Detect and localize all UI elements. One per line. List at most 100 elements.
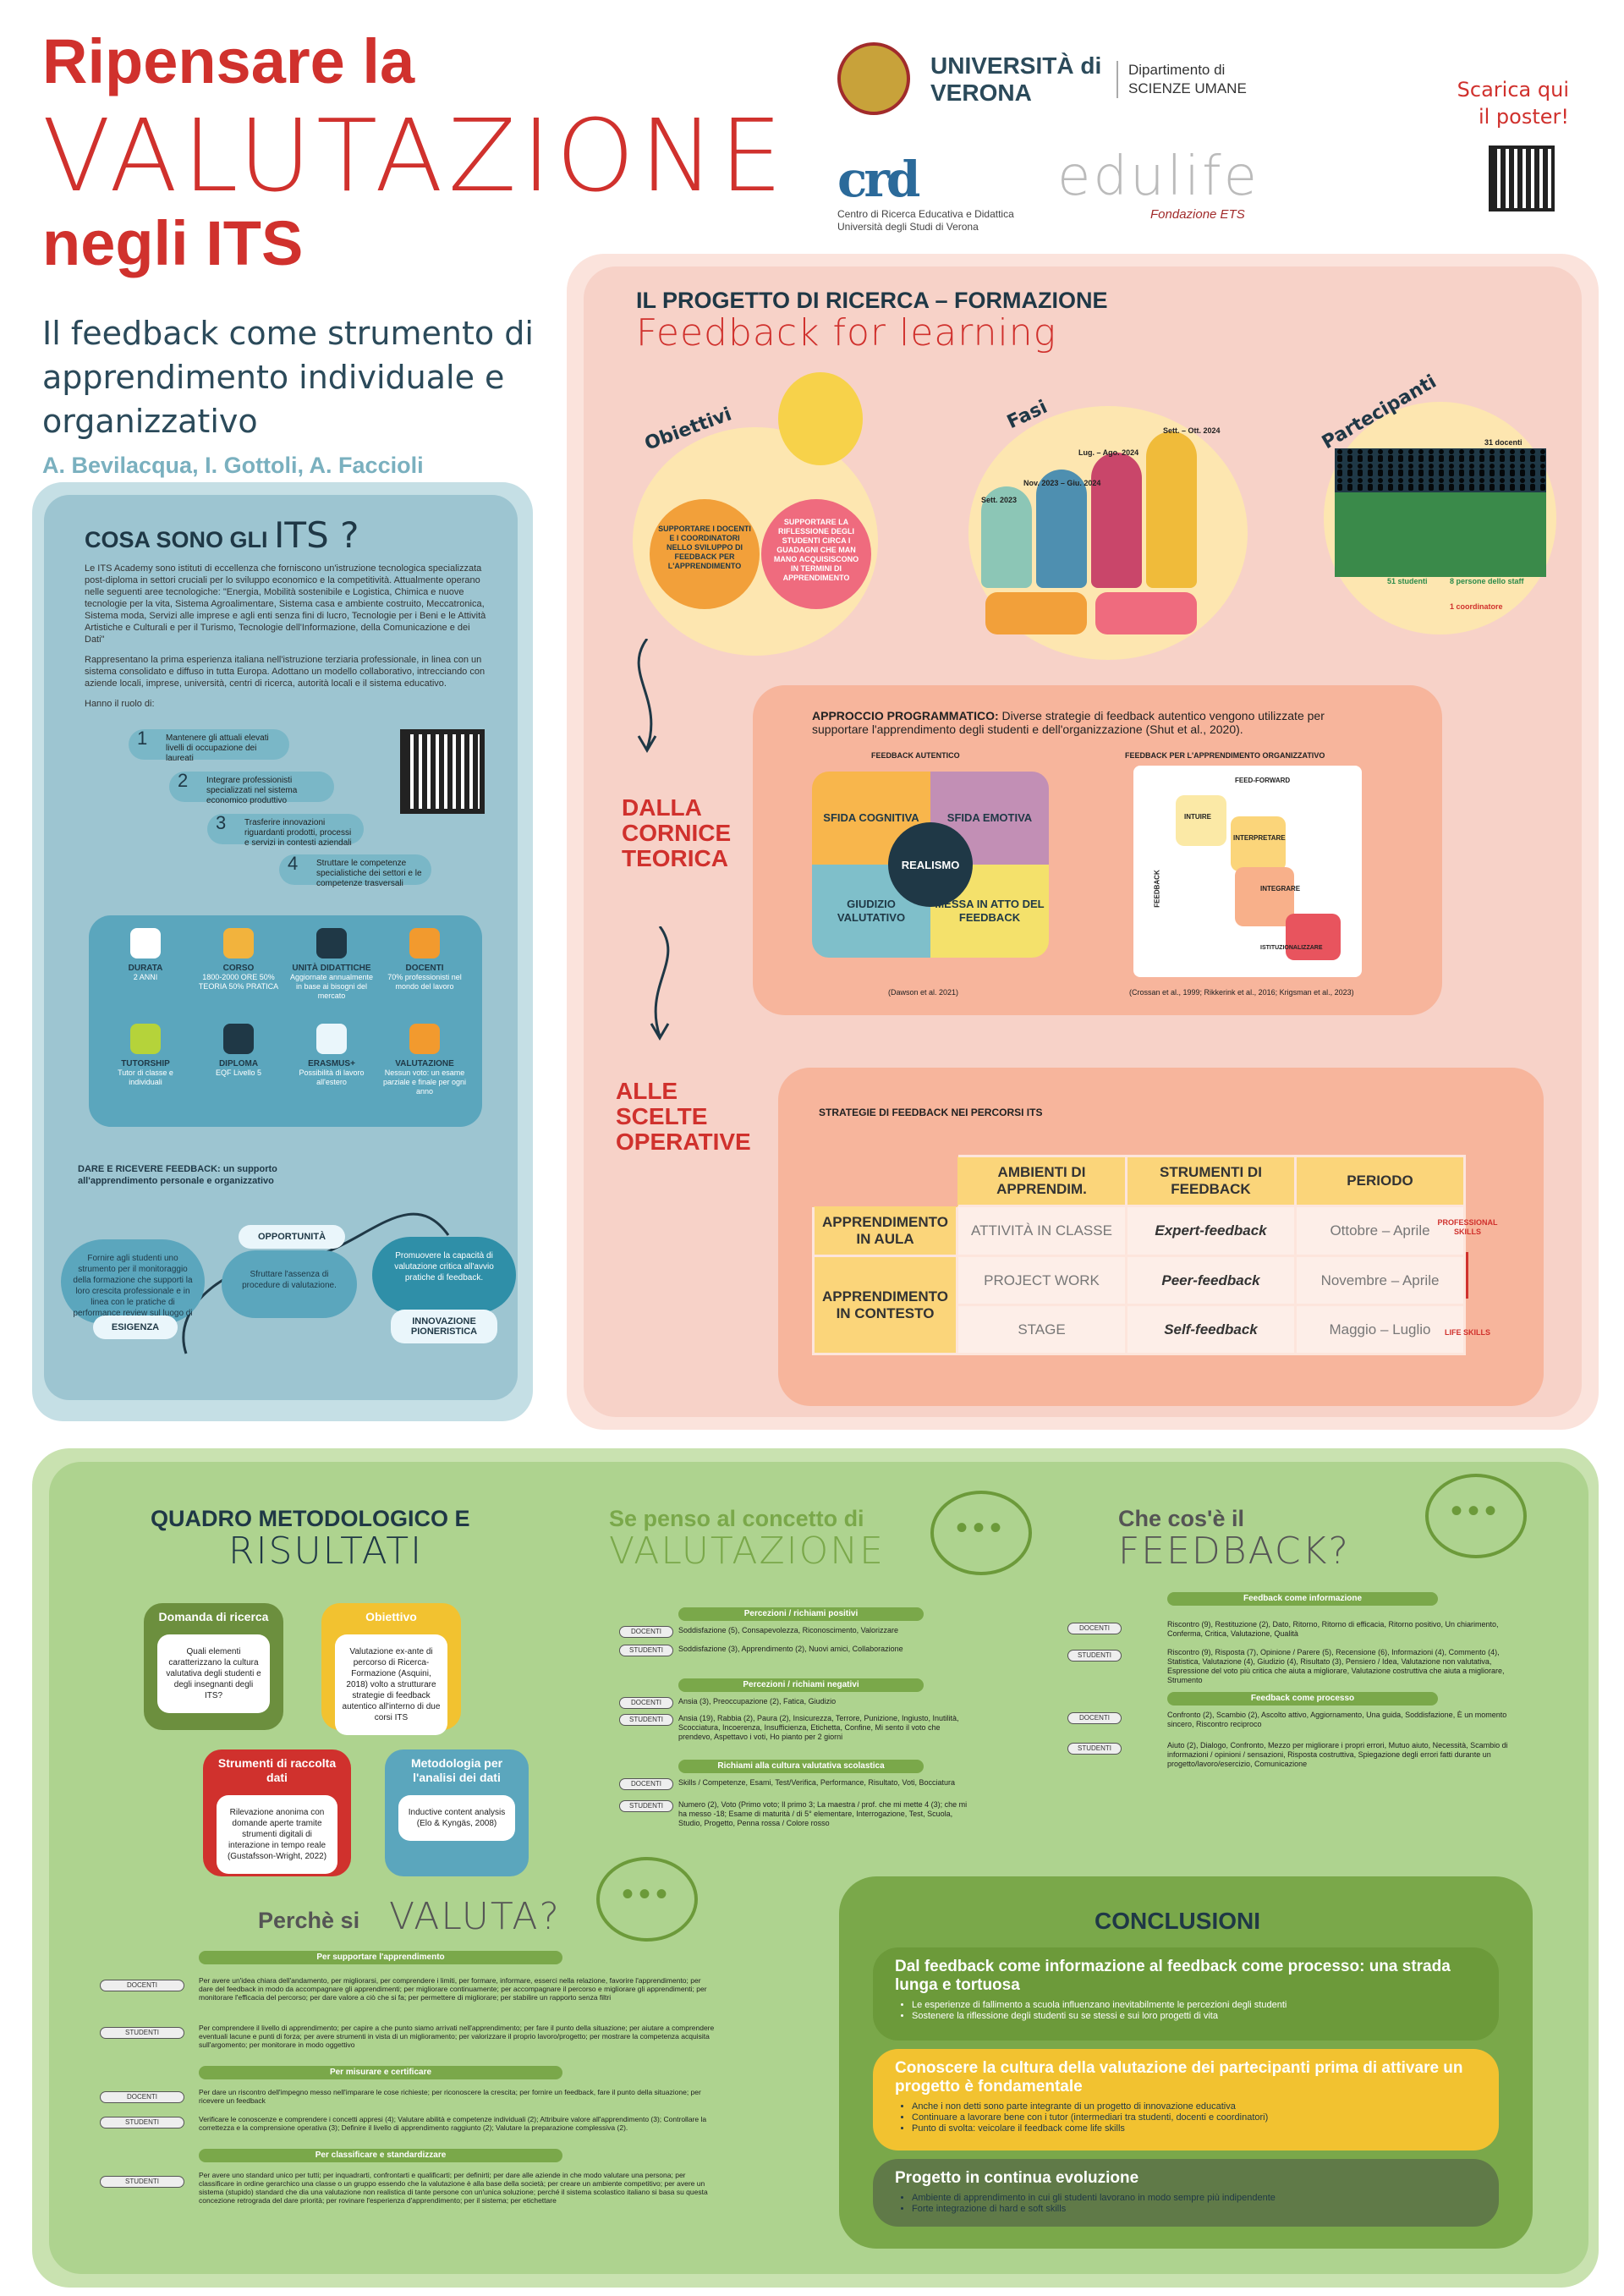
its-qr-code-icon[interactable] [400,729,485,814]
fb-text-docenti-2: Confronto (2), Scambio (2), Ascolto atti… [1167,1711,1507,1728]
level-integrare: INTEGRARE [1260,885,1301,893]
graduation-cap-icon [223,1024,254,1054]
its-title: COSA SONO GLI ITS ? [85,514,359,556]
cell-project-work: PROJECT WORK [956,1255,1127,1306]
fb-text-docenti-1: Riscontro (9), Restituzione (2), Dato, R… [1167,1620,1499,1638]
objective-2: SUPPORTARE LA RIFLESSIONE DEGLI STUDENTI… [761,499,871,609]
qr-code-icon[interactable] [1489,146,1555,211]
its-paragraph-3: Hanno il ruolo di: [85,699,155,709]
opportunita-oval: Sfruttare l'assenza di procedure di valu… [222,1250,357,1318]
feedback-subheading: FEEDBACK? [1118,1530,1350,1573]
fb-tag-studenti-2: STUDENTI [1067,1743,1122,1755]
why-bar-misurare: Per misurare e certificare [199,2066,562,2079]
esigenza-tag: ESIGENZA [93,1316,178,1339]
project-subheading: Feedback for learning [636,311,1056,354]
professional-skills: PROFESSIONAL SKILLS [1437,1218,1498,1236]
org-learning-diagram: FEED-FORWARD FEEDBACK INTUIRE INTERPRETA… [1133,766,1362,977]
lightbulb-icon [778,372,863,465]
cell-stage: STAGE [956,1304,1127,1355]
authentic-feedback-quadrant: SFIDA COGNITIVA SFIDA EMOTIVA GIUDIZIO V… [812,772,1049,958]
calendar-icon [130,928,161,958]
edulife-logo[interactable]: edulife [1057,146,1260,208]
pencil-icon [223,928,254,958]
method-subheading: RISULTATI [228,1530,424,1573]
cred-logo[interactable]: crd Centro di Ricerca Educativa e Didatt… [837,151,1040,233]
val-bar-positive: Percezioni / richiami positivi [678,1607,924,1621]
why-bar-supporto: Per supportare l'apprendimento [199,1951,562,1964]
cred-mark: crd [837,151,920,208]
val-tag-docenti-1: DOCENTI [619,1626,673,1638]
conclusion-box-2: Conoscere la cultura della valutazione d… [873,2049,1499,2150]
fb-tag-studenti-1: STUDENTI [1067,1650,1122,1662]
studenti-count: 51 studenti [1387,577,1428,585]
esigenza-oval: Fornire agli studenti uno strumento per … [61,1239,205,1329]
val-text-docenti-1: Soddisfazione (5), Consapevolezza, Ricon… [678,1626,898,1634]
university-logo[interactable]: UNIVERSITÀ di VERONA Dipartimento di SCI… [837,42,1294,118]
feedback-support-heading: DARE E RICEVERE FEEDBACK: un supporto al… [78,1164,277,1186]
conclusion-box-1: Dal feedback come informazione al feedba… [873,1947,1499,2041]
phase-1-date: Sett. 2023 [981,496,1018,504]
why-tag-docenti-2: DOCENTI [100,2091,184,2103]
feedback-heading: Che cos'è il [1118,1506,1244,1531]
why-text-studenti-1: Per comprendere il livello di apprendime… [199,2024,715,2049]
phase-2-bar [1036,470,1087,588]
conclusion-3-heading: Progetto in continua evoluzione [895,2169,1139,2187]
conclusion-1-heading: Dal feedback come informazione al feedba… [895,1958,1451,1994]
title-line-1: Ripensare la [42,26,415,96]
fb-tag-docenti-2: DOCENTI [1067,1712,1122,1724]
cell-self: Self-feedback [1125,1304,1297,1355]
scelte-heading: ALLE SCELTE OPERATIVE [616,1078,751,1155]
down-arrow-icon [637,639,657,753]
val-tag-studenti-3: STUDENTI [619,1800,673,1812]
valutazione-heading: Se penso al concetto di [609,1506,864,1531]
speech-bubble-icon: ••• [930,1491,1032,1575]
authentic-feedback-title: FEEDBACK AUTENTICO [871,751,960,760]
coordinator-count: 1 coordinatore [1450,602,1503,611]
conclusion-2-heading: Conoscere la cultura della valutazione d… [895,2059,1463,2096]
innovazione-tag: INNOVAZIONE PIONERISTICA [391,1310,497,1343]
strategies-title: STRATEGIE DI FEEDBACK NEI PERCORSI ITS [819,1107,1043,1118]
fb-tag-docenti-1: DOCENTI [1067,1623,1122,1634]
why-tag-studenti-2: STUDENTI [100,2117,184,2128]
download-poster-note: Scarica qui il poster! [1457,78,1569,129]
fb-bar-info: Feedback come informazione [1167,1592,1438,1606]
conclusion-box-3: Progetto in continua evoluzione Ambiente… [873,2159,1499,2227]
val-bar-negative: Percezioni / richiami negativi [678,1678,924,1692]
feedback-label: FEEDBACK [1153,870,1161,908]
title-line-3: negli ITS [42,208,304,278]
puzzle-icon [130,1024,161,1054]
phase-3-bar [1091,453,1142,588]
speech-bubble-icon-3: ••• [596,1857,698,1942]
speech-bubble-icon-2: ••• [1425,1474,1527,1558]
fb-bar-process: Feedback come processo [1167,1692,1438,1706]
why-tag-docenti-1: DOCENTI [100,1980,184,1991]
why-text-docenti-1: Per avere un'idea chiara dell'andamento,… [199,1976,707,2002]
phase-note-2 [1095,592,1197,634]
department-name: Dipartimento di SCIENZE UMANE [1116,61,1277,98]
method-heading: QUADRO METODOLOGICO E [151,1506,470,1531]
org-feedback-title: FEEDBACK PER L'APPRENDIMENTO ORGANIZZATI… [1125,751,1325,760]
cell-ottobre: Ottobre – Aprile [1294,1205,1466,1257]
valutazione-subheading: VALUTAZIONE [609,1530,885,1573]
col-strumenti: STRUMENTI DI FEEDBACK [1125,1155,1297,1207]
approccio-text: APPROCCIO PROGRAMMATICO: Diverse strateg… [812,709,1325,736]
cite-crossan: (Crossan et al., 1999; Rikkerink et al.,… [1129,988,1354,997]
briefcase-icon [409,928,440,958]
cell-expert: Expert-feedback [1125,1205,1297,1257]
staff-count: 8 persone dello staff [1450,577,1524,585]
university-name: UNIVERSITÀ di VERONA [930,52,1102,106]
book-icon [316,928,347,958]
val-text-docenti-3: Skills / Competenze, Esami, Test/Verific… [678,1778,955,1787]
subtitle: Il feedback come strumento di apprendime… [42,315,534,440]
its-description: Le ITS Academy sono istituti di eccellen… [85,563,491,710]
fb-text-studenti-1: Riscontro (9), Risposta (7), Opinione / … [1167,1648,1505,1684]
cell-attivita: ATTIVITÀ IN CLASSE [956,1205,1127,1257]
why-text-docenti-2: Per dare un riscontro dell'impegno messo… [199,2088,701,2105]
university-seal-icon [837,42,910,115]
why-text-studenti-3: Per avere uno standard unico per tutti; … [199,2171,708,2205]
